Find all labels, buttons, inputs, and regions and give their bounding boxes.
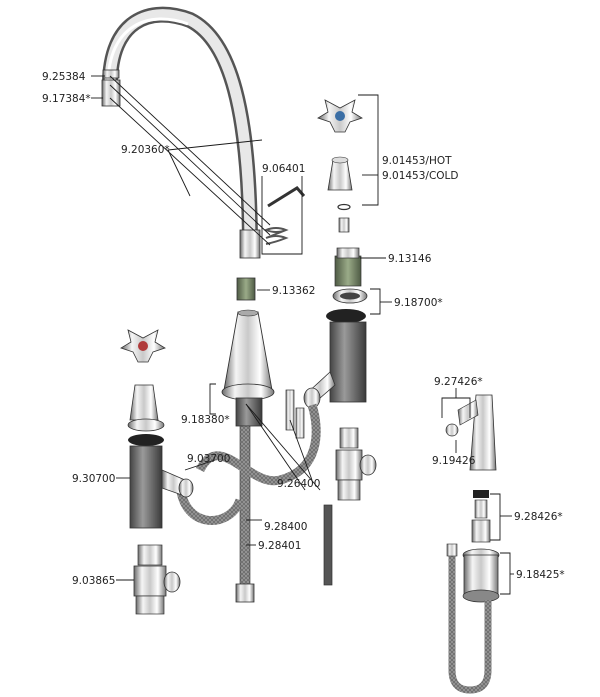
label-9-26400: 9.26400 [277, 478, 320, 490]
label-9-17384: 9.17384* [42, 93, 91, 105]
part-labels: 9.25384 9.17384* 9.20360* 9.06401 9.0145… [42, 71, 565, 587]
side-spray-hose-connector [285, 389, 305, 439]
retaining-clip [337, 203, 351, 211]
label-9-28400: 9.28400 [264, 521, 307, 533]
center-supply-hose [235, 425, 255, 603]
right-escutcheon [326, 288, 368, 323]
right-supply-stop [335, 427, 377, 501]
aerator [101, 69, 121, 107]
label-9-18425: 9.18425* [516, 569, 565, 581]
spout [102, 6, 261, 259]
mounting-rod [323, 504, 333, 586]
label-9-03700: 9.03700 [187, 453, 230, 465]
side-spray-check-valve [471, 490, 491, 543]
label-9-01453-cold: 9.01453/COLD [382, 170, 459, 182]
label-9-13362: 9.13362 [272, 285, 315, 297]
label-9-28426: 9.28426* [514, 511, 563, 523]
side-spray-hose [446, 543, 492, 694]
label-9-27426: 9.27426* [434, 376, 483, 388]
label-9-13146: 9.13146 [388, 253, 432, 265]
side-spray-head [445, 394, 497, 471]
label-9-03865: 9.03865 [72, 575, 115, 587]
right-handle-sleeve [327, 156, 353, 191]
spout-base [221, 309, 275, 427]
label-9-20360: 9.20360* [121, 144, 170, 156]
label-9-28401: 9.28401 [258, 540, 301, 552]
label-9-01453-hot: 9.01453/HOT [382, 155, 452, 167]
left-cross-handle [120, 329, 166, 363]
left-valve-body [129, 445, 194, 529]
left-supply-stop [133, 544, 181, 615]
spring [263, 227, 289, 245]
right-cartridge [334, 217, 362, 287]
leader-lines [91, 75, 514, 595]
label-9-25384: 9.25384 [42, 71, 86, 83]
right-valve-body [303, 321, 367, 409]
left-handle-sleeve [127, 384, 165, 446]
label-9-06401: 9.06401 [262, 163, 305, 175]
side-spray-holder [462, 548, 500, 603]
spout-shank-nut [236, 277, 256, 301]
label-9-18700: 9.18700* [394, 297, 443, 309]
label-9-18380: 9.18380* [181, 414, 230, 426]
allen-key [267, 186, 306, 208]
label-9-30700: 9.30700 [72, 473, 115, 485]
label-9-19426: 9.19426 [432, 455, 476, 467]
right-cross-handle [317, 99, 363, 133]
